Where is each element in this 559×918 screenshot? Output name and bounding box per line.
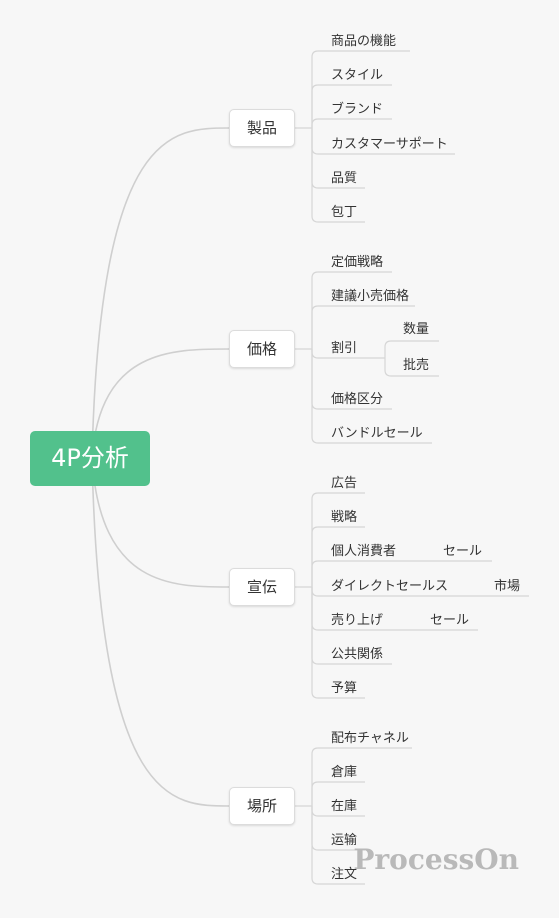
leaf-product-brand[interactable]: ブランド [331, 102, 384, 117]
leaf-promo-pr[interactable]: 公共関係 [331, 647, 384, 662]
leaf-product-knife[interactable]: 包丁 [331, 205, 358, 220]
leaf-connector-3-0 [311, 747, 412, 806]
leaf-connector-3-1 [311, 781, 365, 806]
leaf-place-transport[interactable]: 运输 [331, 833, 358, 848]
leaf-connector-1-1 [311, 305, 415, 349]
leaf-price-segment[interactable]: 価格区分 [331, 392, 384, 407]
leaf-price-retail[interactable]: 建議小売価格 [331, 289, 410, 304]
sub-sales-sale[interactable]: セール [430, 613, 470, 628]
leaf-price-discount[interactable]: 割引 [331, 341, 358, 356]
leaf-price-list-strategy[interactable]: 定価戦略 [331, 255, 384, 270]
leaf-connector-2-1 [311, 526, 365, 587]
leaf-place-stock[interactable]: 在庫 [331, 799, 358, 814]
leaf-connector-2-2 [311, 560, 405, 587]
leaf-connector-0-5 [311, 128, 365, 223]
branch-node-price[interactable]: 価格 [229, 330, 295, 368]
leaf-place-warehouse[interactable]: 倉庫 [331, 765, 358, 780]
processon-watermark: ProcessOn [353, 843, 519, 876]
leaf-promo-strategy[interactable]: 戦略 [331, 510, 358, 525]
leaf-product-quality[interactable]: 品質 [331, 171, 358, 186]
leaf-promo-direct[interactable]: ダイレクトセールス [331, 579, 449, 594]
leaf-connector-0-1 [311, 84, 392, 128]
root-branch-curve-2 [91, 457, 230, 588]
leaf-price-bundle[interactable]: バンドルセール [331, 426, 423, 441]
branch-node-product[interactable]: 製品 [229, 109, 295, 147]
leaf-promo-ads[interactable]: 広告 [331, 476, 358, 491]
leaf-connector-1-4 [311, 349, 432, 444]
sub-discount-quantity[interactable]: 数量 [403, 322, 430, 337]
branch-node-promotion[interactable]: 宣伝 [229, 568, 295, 606]
leaf-promo-consumer[interactable]: 個人消費者 [331, 544, 397, 559]
leaf-place-order[interactable]: 注文 [331, 867, 358, 882]
root-branch-curve-0 [91, 127, 230, 459]
discount-sub-0 [384, 340, 439, 358]
leaf-connector-2-6 [311, 587, 365, 699]
leaf-product-style[interactable]: スタイル [331, 68, 384, 83]
root-branch-curve-1 [91, 348, 230, 459]
sub-discount-wholesale[interactable]: 批売 [403, 358, 430, 373]
leaf-product-features[interactable]: 商品の機能 [331, 34, 397, 49]
leaf-connector-0-2 [311, 118, 392, 128]
leaf-product-support[interactable]: カスタマーサポート [331, 137, 448, 152]
leaf-connector-3-4 [311, 806, 365, 885]
leaf-connector-0-0 [311, 50, 410, 128]
sub-consumer-sale[interactable]: セール [443, 544, 483, 559]
leaf-place-channel[interactable]: 配布チャネル [331, 731, 409, 746]
leaf-connector-2-0 [311, 492, 365, 587]
root-node[interactable]: 4P分析 [30, 431, 150, 486]
branch-node-place[interactable]: 場所 [229, 787, 295, 825]
leaf-promo-sales[interactable]: 売り上げ [331, 613, 384, 628]
discount-sub-1 [384, 358, 439, 377]
sub-direct-market[interactable]: 市場 [494, 579, 521, 594]
leaf-promo-budget[interactable]: 予算 [331, 681, 358, 696]
root-branch-curve-3 [91, 457, 230, 807]
leaf-connector-1-0 [311, 271, 392, 349]
